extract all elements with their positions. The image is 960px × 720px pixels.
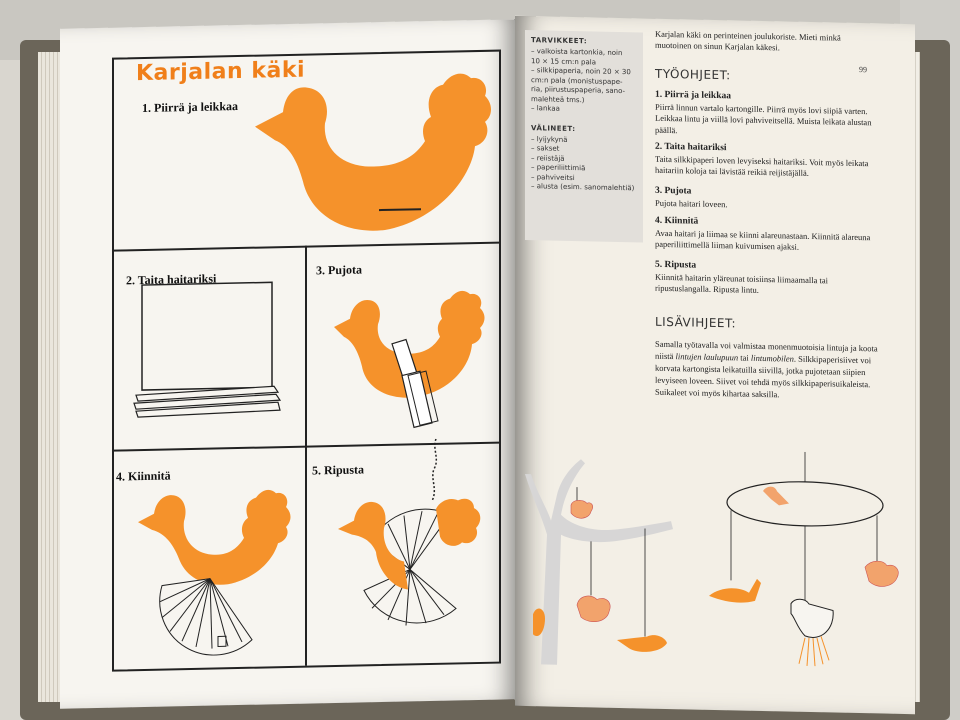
right-page: TARVIKKEET: – valkoista kartonkia, noin … [515,15,915,715]
instruction-step-text: Piirrä linnun vartalo kartongille. Piirr… [655,101,872,135]
hanging-bird-icon [338,438,481,626]
instruction-step-text: Taita silkkipaperi loven levyiseksi hait… [655,153,869,179]
bird-cutout-icon [255,73,491,231]
tips-italic: lintujen laulupuun [675,351,739,363]
bird-with-paper-icon [334,290,485,429]
divider [305,245,307,666]
step-label: 3. Pujota [316,262,362,278]
bird-tree-icon [525,459,673,665]
step-label: 1. Piirrä ja leikkaa [142,99,238,116]
materials-box: TARVIKKEET: – valkoista kartonkia, noin … [525,30,643,243]
tips-italic: lintumobilen [750,352,794,364]
instruction-step: 5. Ripusta Kiinnitä haitarin yläreunat t… [655,259,885,300]
instructions-heading: TYÖOHJEET: [655,66,731,83]
tips-heading: LISÄVIHJEET: [655,314,737,331]
instruction-step: 4. Kiinnitä Avaa haitari ja liimaa se ki… [655,215,885,256]
tools-item: – alusta (esim. sanomalehtiä) [531,182,635,193]
instruction-step-text: Avaa haitari ja liimaa se kiinni alareun… [655,227,871,253]
tools-heading: VÄLINEET: [531,123,576,133]
instruction-step: 3. Pujota Pujota haitari loveen. [655,185,885,214]
tips-text-part: tai [738,352,751,363]
left-page: Karjalan käki 1. Piirrä ja leikkaa 2. Ta… [60,19,515,709]
instruction-step: 1. Piirrä ja leikkaa Piirrä linnun varta… [655,89,885,141]
bird-mobile-icon [709,451,899,667]
instruction-step-text: Kiinnitä haitarin yläreunat toisiinsa li… [655,271,829,296]
accordion-paper-icon [133,281,282,418]
materials-heading: TARVIKKEET: [531,36,588,46]
bird-with-fan-icon [138,489,291,656]
instruction-step: 2. Taita haitariksi Taita silkkipaperi l… [655,141,885,182]
page-number: 99 [859,65,867,75]
intro-text: Karjalan käki on perinteinen joulukorist… [655,28,841,53]
tips-text: Samalla työtavalla voi valmistaa monenmu… [655,339,890,403]
